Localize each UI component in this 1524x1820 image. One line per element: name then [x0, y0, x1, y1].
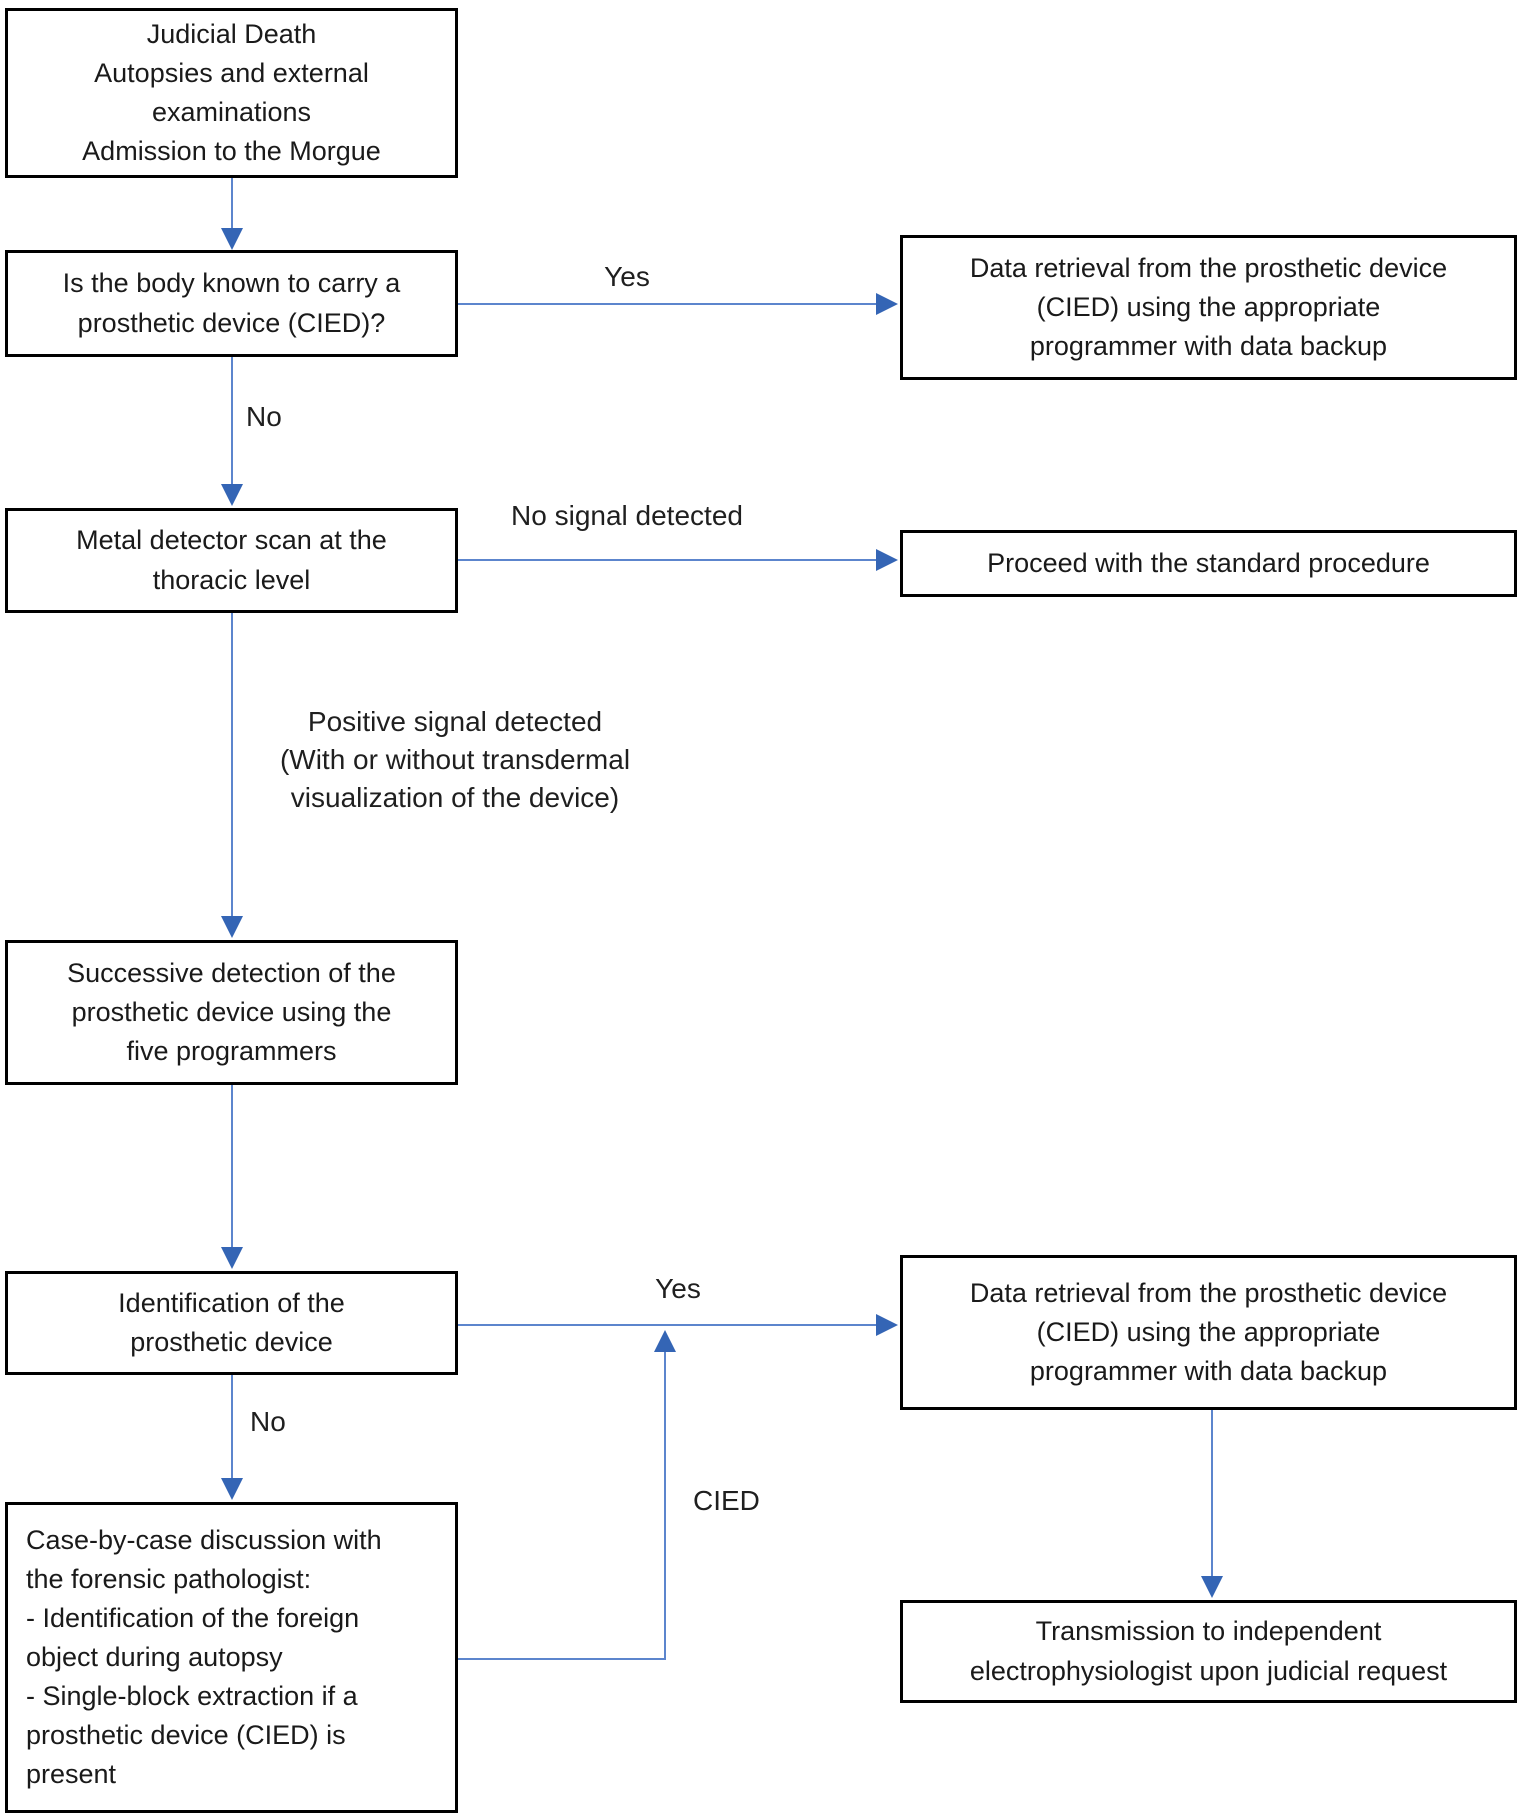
edge-label-positive-signal: Positive signal detected (With or withou… — [279, 706, 631, 813]
node-successive-detection: Successive detection of the prosthetic d… — [5, 940, 458, 1085]
node-data-retrieval-bottom: Data retrieval from the prosthetic devic… — [900, 1255, 1517, 1410]
arrowhead-down-icon — [221, 1478, 243, 1500]
arrowhead-right-icon — [876, 1314, 898, 1336]
arrowhead-right-icon — [876, 293, 898, 315]
node-identification: Identification of the prosthetic device — [5, 1271, 458, 1375]
arrowhead-up-icon — [654, 1330, 676, 1352]
edge-label-no-top: No — [246, 401, 282, 432]
node-transmission-electrophysiologist: Transmission to independent electrophysi… — [900, 1600, 1517, 1703]
node-judicial-death: Judicial Death Autopsies and external ex… — [5, 8, 458, 178]
edge-label-no-signal-detected: No signal detected — [511, 500, 743, 531]
arrowhead-down-icon — [221, 1247, 243, 1269]
arrow-cied-elbow-line — [458, 1348, 666, 1660]
arrowhead-down-icon — [221, 484, 243, 506]
arrowhead-down-icon — [221, 228, 243, 250]
edge-label-cied: CIED — [693, 1485, 760, 1516]
arrowhead-down-icon — [221, 916, 243, 938]
node-case-by-case-discussion: Case-by-case discussion with the forensi… — [5, 1502, 458, 1813]
arrowhead-right-icon — [876, 549, 898, 571]
arrowhead-down-icon — [1201, 1576, 1223, 1598]
node-standard-procedure: Proceed with the standard procedure — [900, 530, 1517, 597]
edge-label-no-bottom: No — [250, 1406, 286, 1437]
node-metal-detector-scan: Metal detector scan at the thoracic leve… — [5, 508, 458, 613]
edge-label-yes-top: Yes — [604, 261, 650, 292]
edge-label-yes-bottom: Yes — [655, 1273, 701, 1304]
node-data-retrieval-top: Data retrieval from the prosthetic devic… — [900, 235, 1517, 380]
node-carry-prosthetic-question: Is the body known to carry a prosthetic … — [5, 250, 458, 357]
